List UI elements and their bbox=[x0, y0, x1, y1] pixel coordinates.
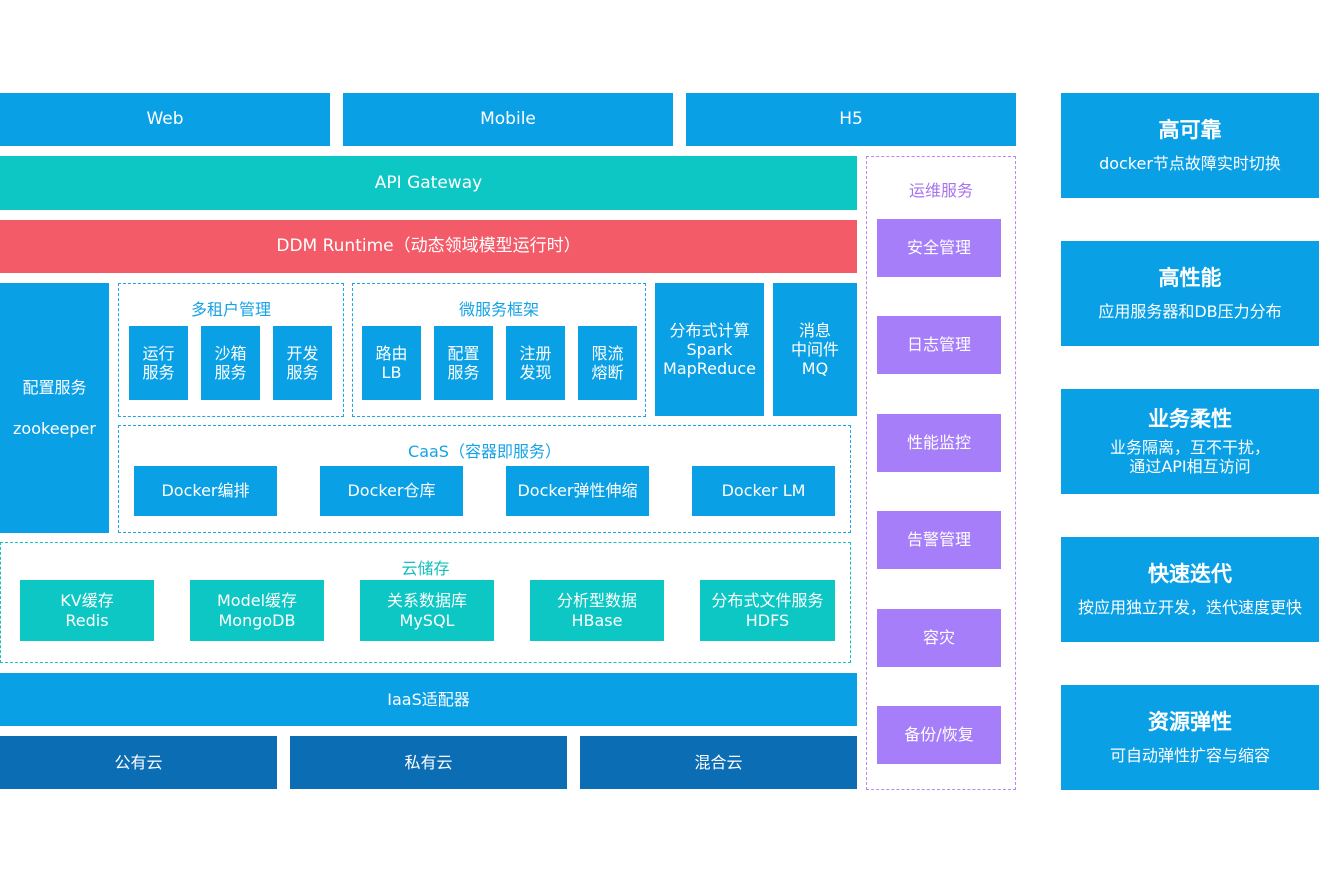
cloud-label: 公有云 bbox=[114, 752, 163, 772]
feature-desc: 应用服务器和DB压力分布 bbox=[1098, 301, 1282, 321]
caas-item-label: Docker仓库 bbox=[347, 481, 436, 501]
caas-item-label: Docker弹性伸缩 bbox=[517, 481, 638, 501]
caas-item-label: Docker LM bbox=[721, 481, 806, 501]
web-label: Web bbox=[146, 109, 184, 130]
microservice-item-lb: 路由 LB bbox=[362, 326, 421, 400]
distributed-compute-box: 分布式计算 Spark MapReduce bbox=[655, 283, 764, 416]
ops-item-label: 安全管理 bbox=[906, 238, 971, 258]
cloud-label: 混合云 bbox=[694, 752, 743, 772]
zookeeper-label: zookeeper bbox=[13, 419, 96, 438]
iaas-adapter-box: IaaS适配器 bbox=[0, 673, 857, 726]
storage-group bbox=[0, 542, 851, 663]
microservice-item-label: 路由 LB bbox=[375, 343, 408, 382]
mobile-box: Mobile bbox=[343, 93, 673, 146]
feature-card-iteration: 快速迭代 按应用独立开发，迭代速度更快 bbox=[1061, 537, 1319, 642]
feature-title: 高可靠 bbox=[1158, 118, 1222, 143]
config-service-label: 配置服务 bbox=[22, 377, 87, 397]
ops-group bbox=[866, 156, 1016, 790]
feature-card-reliability: 高可靠 docker节点故障实时切换 bbox=[1061, 93, 1319, 198]
storage-item-label: KV缓存 Redis bbox=[60, 591, 114, 630]
feature-title: 资源弹性 bbox=[1148, 710, 1232, 735]
mobile-label: Mobile bbox=[480, 109, 536, 130]
tenant-item-dev: 开发 服务 bbox=[273, 326, 332, 400]
caas-title: CaaS（容器即服务） bbox=[408, 442, 561, 461]
caas-item-orchestration: Docker编排 bbox=[134, 466, 277, 516]
public-cloud-box: 公有云 bbox=[0, 736, 277, 789]
tenant-item-run: 运行 服务 bbox=[129, 326, 188, 400]
tenant-item-label: 运行 服务 bbox=[142, 343, 175, 382]
microservice-item-ratelimit: 限流 熔断 bbox=[578, 326, 637, 400]
private-cloud-box: 私有云 bbox=[290, 736, 567, 789]
cloud-label: 私有云 bbox=[404, 752, 453, 772]
ops-item-backup: 备份/恢复 bbox=[877, 706, 1001, 764]
h5-label: H5 bbox=[839, 109, 863, 130]
storage-title: 云储存 bbox=[401, 559, 450, 578]
ops-item-label: 备份/恢复 bbox=[904, 725, 974, 745]
ops-item-label: 告警管理 bbox=[906, 530, 971, 550]
caas-group bbox=[118, 425, 851, 533]
feature-desc: 按应用独立开发，迭代速度更快 bbox=[1077, 597, 1302, 617]
feature-title: 业务柔性 bbox=[1148, 406, 1232, 431]
feature-card-flexibility: 业务柔性 业务隔离，互不干扰， 通过API相互访问 bbox=[1061, 389, 1319, 494]
storage-item-redis: KV缓存 Redis bbox=[20, 580, 154, 641]
feature-card-elasticity: 资源弹性 可自动弹性扩容与缩容 bbox=[1061, 685, 1319, 790]
h5-box: H5 bbox=[686, 93, 1016, 146]
ops-item-security: 安全管理 bbox=[877, 219, 1001, 277]
ops-item-disaster-recovery: 容灾 bbox=[877, 609, 1001, 667]
tenant-group bbox=[118, 283, 344, 417]
caas-item-label: Docker编排 bbox=[161, 481, 250, 501]
caas-item-registry: Docker仓库 bbox=[320, 466, 463, 516]
feature-desc: 业务隔离，互不干扰， 通过API相互访问 bbox=[1109, 437, 1270, 477]
caas-item-lm: Docker LM bbox=[692, 466, 835, 516]
api-gateway-label: API Gateway bbox=[374, 172, 483, 193]
message-queue-label: 消息 中间件 MQ bbox=[790, 320, 839, 379]
iaas-adapter-label: IaaS适配器 bbox=[387, 689, 470, 709]
distributed-compute-label: 分布式计算 Spark MapReduce bbox=[663, 320, 756, 379]
storage-item-label: 关系数据库 MySQL bbox=[386, 591, 467, 630]
ops-title: 运维服务 bbox=[908, 181, 973, 200]
storage-item-label: Model缓存 MongoDB bbox=[216, 591, 298, 630]
feature-desc: docker节点故障实时切换 bbox=[1099, 153, 1281, 173]
feature-title: 高性能 bbox=[1158, 266, 1222, 291]
message-queue-box: 消息 中间件 MQ bbox=[773, 283, 857, 416]
feature-card-performance: 高性能 应用服务器和DB压力分布 bbox=[1061, 241, 1319, 346]
ddm-runtime-label: DDM Runtime（动态领域模型运行时） bbox=[276, 236, 581, 257]
tenant-title: 多租户管理 bbox=[190, 300, 271, 319]
ops-item-alerting: 告警管理 bbox=[877, 511, 1001, 569]
tenant-item-sandbox: 沙箱 服务 bbox=[201, 326, 260, 400]
ops-item-label: 日志管理 bbox=[906, 335, 971, 355]
storage-item-label: 分析型数据 HBase bbox=[556, 591, 637, 630]
ops-item-monitoring: 性能监控 bbox=[877, 414, 1001, 472]
microservice-group bbox=[352, 283, 646, 417]
ops-item-label: 性能监控 bbox=[906, 433, 971, 453]
ops-item-label: 容灾 bbox=[922, 628, 955, 648]
feature-title: 快速迭代 bbox=[1148, 562, 1232, 587]
microservice-item-label: 配置 服务 bbox=[447, 343, 480, 382]
storage-item-mongodb: Model缓存 MongoDB bbox=[190, 580, 324, 641]
storage-item-label: 分布式文件服务 HDFS bbox=[711, 591, 824, 630]
feature-desc: 可自动弹性扩容与缩容 bbox=[1109, 745, 1270, 765]
caas-item-autoscaling: Docker弹性伸缩 bbox=[506, 466, 649, 516]
config-service-box: 配置服务 zookeeper bbox=[0, 283, 109, 533]
microservice-item-label: 注册 发现 bbox=[519, 343, 552, 382]
ddm-runtime-box: DDM Runtime（动态领域模型运行时） bbox=[0, 220, 857, 273]
web-box: Web bbox=[0, 93, 330, 146]
microservice-title: 微服务框架 bbox=[458, 300, 539, 319]
tenant-item-label: 沙箱 服务 bbox=[214, 343, 247, 382]
microservice-item-registry: 注册 发现 bbox=[506, 326, 565, 400]
microservice-item-config: 配置 服务 bbox=[434, 326, 493, 400]
tenant-item-label: 开发 服务 bbox=[286, 343, 319, 382]
microservice-item-label: 限流 熔断 bbox=[591, 343, 624, 382]
storage-item-mysql: 关系数据库 MySQL bbox=[360, 580, 494, 641]
ops-item-logging: 日志管理 bbox=[877, 316, 1001, 374]
hybrid-cloud-box: 混合云 bbox=[580, 736, 857, 789]
api-gateway-box: API Gateway bbox=[0, 156, 857, 210]
storage-item-hdfs: 分布式文件服务 HDFS bbox=[700, 580, 835, 641]
storage-item-hbase: 分析型数据 HBase bbox=[530, 580, 664, 641]
